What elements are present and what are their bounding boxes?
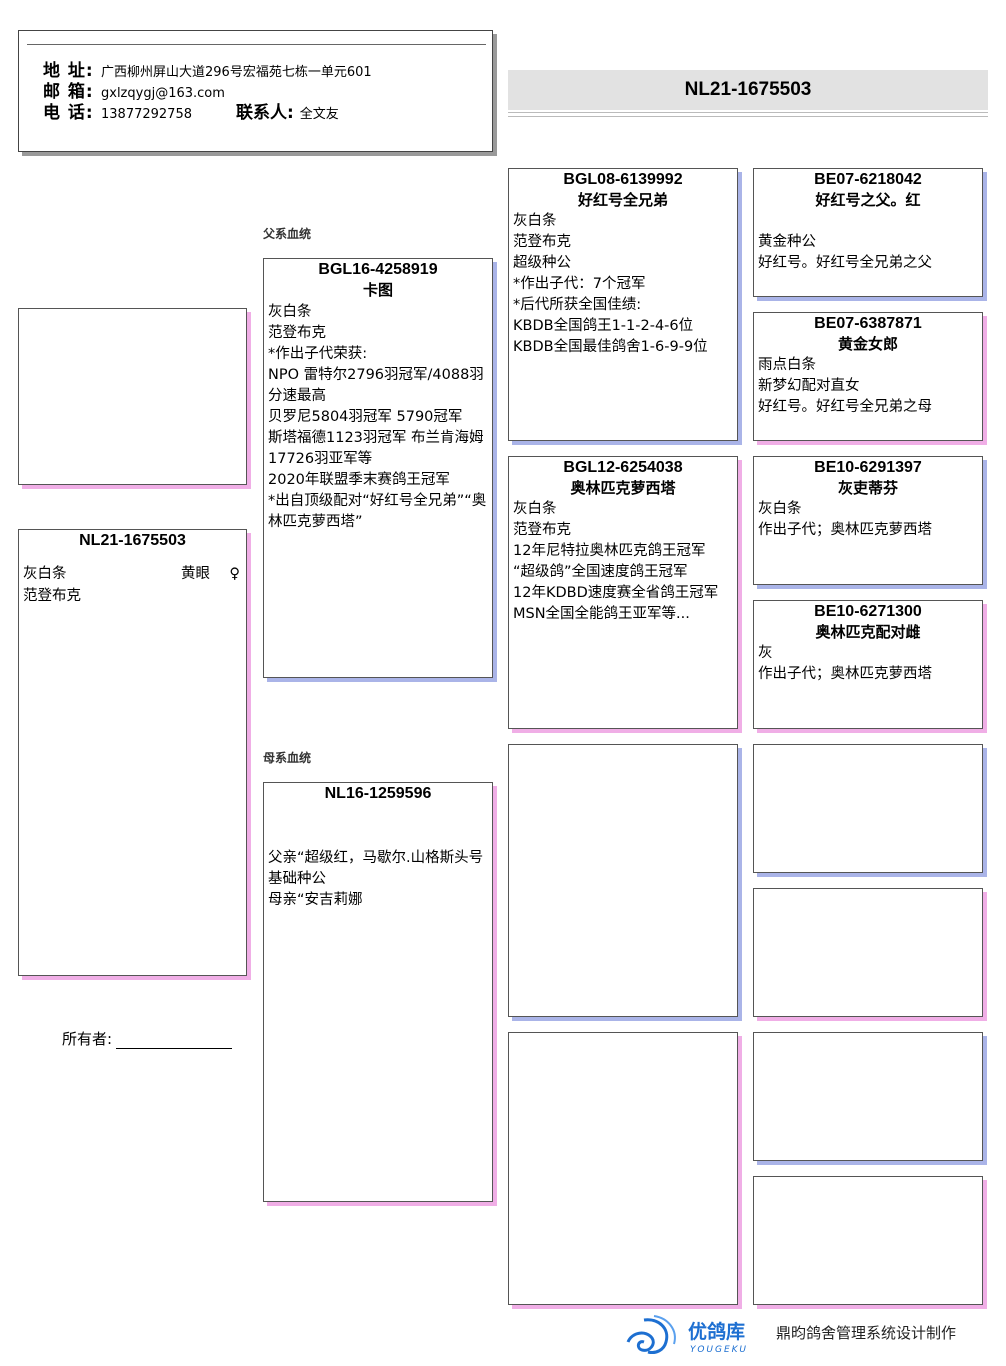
dam-line-label: 母系血统 — [263, 751, 312, 765]
email-value: gxlzqygj@163.com — [101, 86, 225, 101]
sire-dam-card: BGL12-6254038 奥林匹克萝西塔 灰白条 范登布克 12年尼特拉奥林匹… — [508, 456, 738, 729]
dss-card — [753, 744, 983, 873]
sire-details: 灰白条 范登布克 *作出子代荣获: NPO 雷特尔2796羽冠军/4088羽分速… — [268, 304, 487, 530]
owner-field: 所有者: — [62, 1028, 233, 1049]
sire-name: 卡图 — [362, 281, 393, 299]
sire-sire-details: 灰白条 范登布克 超级种公 *作出子代：7个冠军 *后代所获全国佳绩: KBDB… — [513, 213, 708, 355]
sdd-ring: BE10-6271300 — [814, 603, 922, 620]
sire-sire-name: 好红号全兄弟 — [577, 191, 668, 209]
dam-sire-card — [508, 744, 738, 1017]
female-symbol-icon: ♀ — [229, 566, 240, 582]
subject-strain: 范登布克 — [23, 588, 81, 604]
phone-row: 电 话: 13877292758 联系人: 全文友 — [43, 98, 339, 123]
sds-details: 灰白条 作出子代；奥林匹克萝西塔 — [758, 501, 932, 538]
dam-details: 父亲“超级红，马歇尔.山格斯头号基础种公 母亲“安吉莉娜 — [268, 850, 484, 908]
sss-ring: BE07-6218042 — [814, 171, 922, 188]
sdd-details: 灰 作出子代；奥林匹克萝西塔 — [758, 645, 932, 682]
contact-person-value: 全文友 — [299, 107, 339, 122]
sire-dam-ring: BGL12-6254038 — [563, 459, 683, 476]
pigeon-photo-box — [18, 308, 247, 485]
subject-ring: NL21-1675503 — [79, 532, 186, 549]
sire-line-label: 父系血统 — [263, 227, 312, 241]
sss-name: 好红号之父。红 — [815, 191, 921, 209]
owner-label: 所有者: — [62, 1030, 113, 1048]
sdd-card: BE10-6271300 奥林匹克配对雌 灰 作出子代；奥林匹克萝西塔 — [753, 600, 983, 729]
footer-credit: 鼎昀鸽舍管理系统设计制作 — [776, 1324, 957, 1342]
email-label: 邮 箱: — [43, 82, 94, 102]
dam-card: NL16-1259596 父亲“超级红，马歇尔.山格斯头号基础种公 母亲“安吉莉… — [263, 782, 493, 1202]
swirl-logo-icon: 优鸽库 YOUGEKU — [626, 1315, 748, 1355]
dam-dam-card — [508, 1032, 738, 1305]
sire-sire-card: BGL08-6139992 好红号全兄弟 灰白条 范登布克 超级种公 *作出子代… — [508, 168, 738, 441]
sss-details: 黄金种公 好红号。好红号全兄弟之父 — [758, 234, 932, 271]
email-row: 邮 箱: gxlzqygj@163.com — [43, 77, 225, 102]
sire-dam-name: 奥林匹克萝西塔 — [570, 479, 676, 497]
dsd-card — [753, 888, 983, 1017]
ssd-name: 黄金女郎 — [837, 335, 898, 353]
sss-card: BE07-6218042 好红号之父。红 黄金种公 好红号。好红号全兄弟之父 — [753, 168, 983, 297]
sire-card: BGL16-4258919 卡图 灰白条 范登布克 *作出子代荣获: NPO 雷… — [263, 258, 493, 678]
sds-ring: BE10-6291397 — [814, 459, 922, 476]
title-rule — [508, 116, 988, 117]
pedigree-title: NL21-1675503 — [508, 70, 988, 110]
owner-signature-line — [116, 1030, 233, 1049]
address-row: 地 址: 广西柳州屏山大道296号宏福苑七栋一单元601 — [43, 56, 372, 81]
sds-name: 灰吏蒂芬 — [837, 479, 898, 497]
dam-ring: NL16-1259596 — [324, 785, 432, 802]
sire-dam-details: 灰白条 范登布克 12年尼特拉奥林匹克鸽王冠军 “超级鸽”全国速度鸽王冠军 12… — [513, 501, 719, 622]
address-value: 广西柳州屏山大道296号宏福苑七栋一单元601 — [101, 65, 372, 80]
ssd-card: BE07-6387871 黄金女郎 雨点白条 新梦幻配对直女 好红号。好红号全兄… — [753, 312, 983, 441]
logo-brand-en: YOUGEKU — [690, 1345, 748, 1355]
subject-eye: 黄眼 — [181, 566, 210, 582]
title-rule — [508, 112, 988, 113]
sds-card: BE10-6291397 灰吏蒂芬 灰白条 作出子代；奥林匹克萝西塔 — [753, 456, 983, 585]
subject-color: 灰白条 — [23, 566, 67, 582]
contact-person-label: 联系人: — [235, 103, 294, 123]
ssd-ring: BE07-6387871 — [814, 315, 922, 332]
sire-sire-ring: BGL08-6139992 — [563, 171, 683, 188]
phone-value: 13877292758 — [101, 107, 192, 122]
sire-ring: BGL16-4258919 — [318, 261, 438, 278]
ddd-card — [753, 1176, 983, 1305]
yougeku-logo: 优鸽库 YOUGEKU — [622, 1312, 762, 1356]
contact-divider — [27, 44, 486, 45]
subject-card: NL21-1675503 灰白条 范登布克 黄眼 ♀ — [18, 529, 247, 976]
address-label: 地 址: — [43, 61, 94, 81]
contact-card: 地 址: 广西柳州屏山大道296号宏福苑七栋一单元601 邮 箱: gxlzqy… — [18, 30, 493, 152]
subject-details: 灰白条 范登布克 黄眼 ♀ — [19, 551, 246, 607]
logo-brand: 优鸽库 — [688, 1320, 745, 1343]
ssd-details: 雨点白条 新梦幻配对直女 好红号。好红号全兄弟之母 — [758, 357, 932, 415]
dds-card — [753, 1032, 983, 1161]
phone-label: 电 话: — [43, 103, 94, 123]
sdd-name: 奥林匹克配对雌 — [815, 623, 921, 641]
